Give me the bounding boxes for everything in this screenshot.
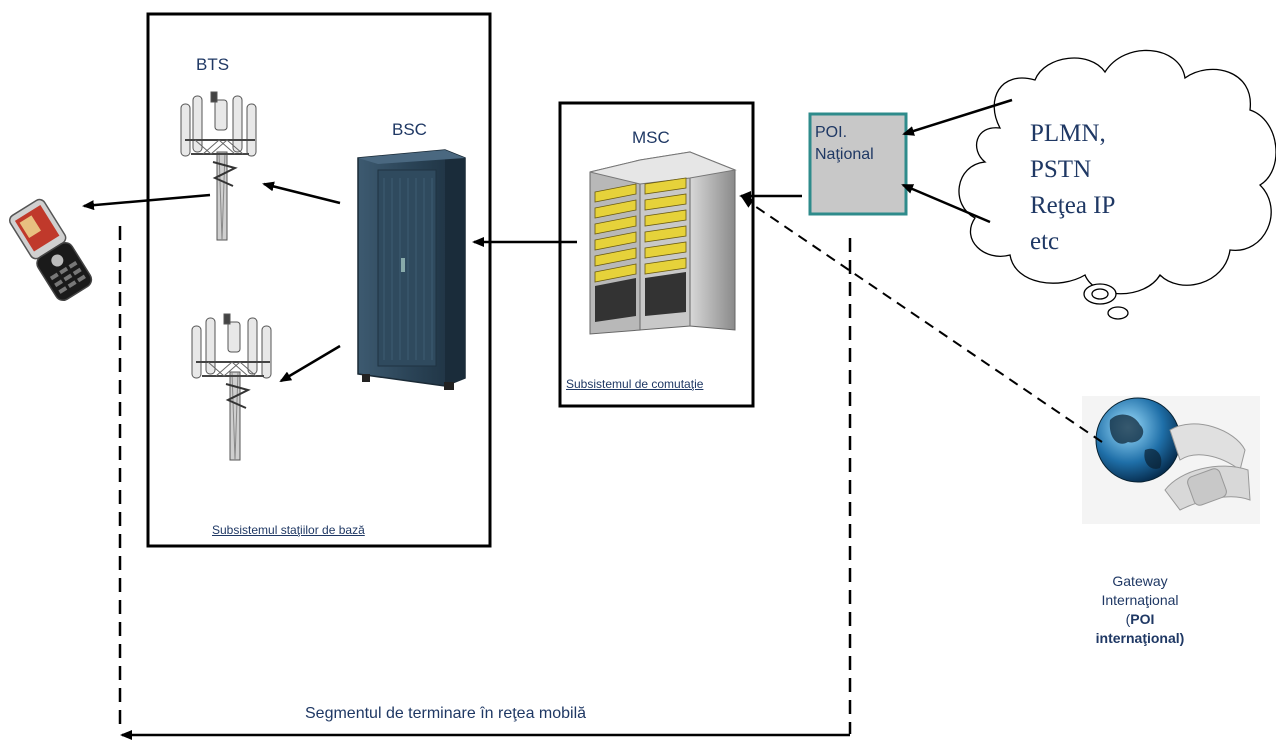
bss-subsystem-label: Subsistemul staţiilor de bază	[212, 523, 365, 537]
globe-telephone-icon	[1082, 396, 1260, 524]
arrow-bsc-to-bts1	[262, 181, 341, 205]
arrow-bts-to-phone	[82, 193, 211, 211]
arrow-cloud-to-poi-bottom	[901, 183, 991, 224]
poi-national-label: POI. Naţional	[815, 122, 905, 166]
switching-subsystem-box	[558, 101, 755, 408]
cloud-label: PLMN, PSTN Reţea IP etc	[1030, 116, 1190, 260]
termination-segment-label: Segmentul de terminare în reţea mobilă	[305, 705, 587, 722]
cloud-icon	[958, 49, 1276, 320]
gateway-label: Gateway Internaţional (POI internaţional…	[1070, 572, 1210, 648]
cell-tower-icon	[191, 313, 272, 461]
bss-subsystem-box	[146, 12, 492, 548]
gateway-line3-prefix: (	[1125, 611, 1131, 627]
gateway-line4: internaţional)	[1095, 630, 1185, 646]
poi-national-line1: POI.	[815, 124, 848, 141]
cloud-line1: PLMN,	[1030, 120, 1106, 147]
cloud-line3: Reţea IP	[1030, 192, 1116, 219]
poi-national-box	[808, 112, 908, 216]
server-cabinet-icon	[357, 149, 466, 390]
bsc-label: BSC	[392, 120, 427, 139]
cloud-line4: etc	[1030, 228, 1060, 255]
arrow-bsc-to-bts2	[279, 344, 341, 383]
poi-national-line2: Naţional	[815, 146, 874, 163]
gateway-line2: Internaţional	[1101, 592, 1179, 608]
gateway-line1: Gateway	[1112, 573, 1168, 589]
bts-label: BTS	[196, 55, 230, 74]
rack-server-icon	[589, 151, 737, 335]
cell-tower-icon	[180, 91, 257, 241]
gateway-line3: (POI	[1070, 610, 1210, 629]
switching-subsystem-label: Subsistemul de comutaţie	[566, 377, 704, 391]
msc-label: MSC	[632, 128, 670, 147]
mobile-phone-icon	[9, 198, 93, 302]
dashed-arrow-gateway-to-msc	[741, 196, 1103, 443]
cloud-line2: PSTN	[1030, 156, 1092, 183]
gateway-line3-bold: POI	[1130, 611, 1155, 627]
arrow-cloud-to-poi-top	[902, 98, 1013, 136]
